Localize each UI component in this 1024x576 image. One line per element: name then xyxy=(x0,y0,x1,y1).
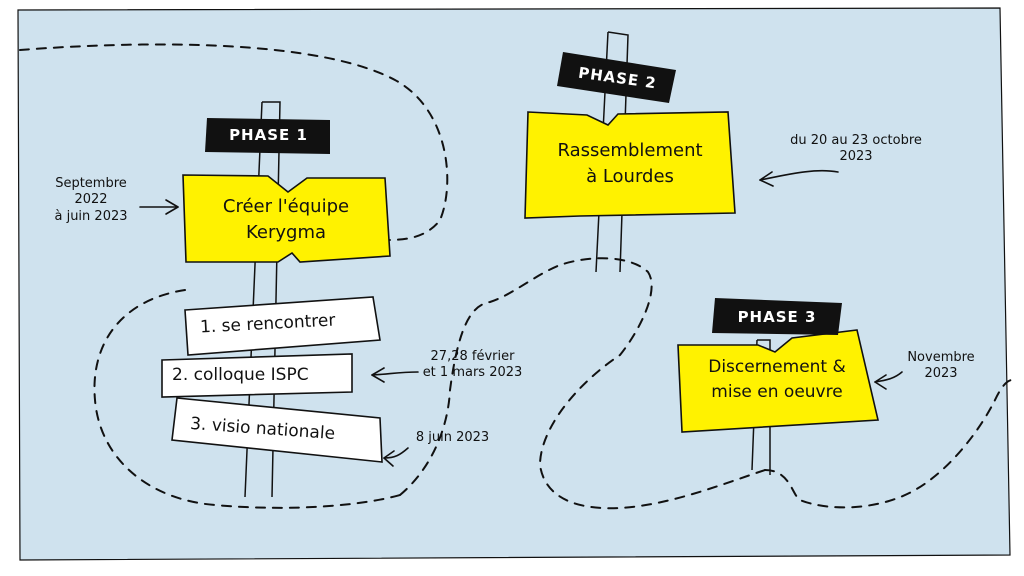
phase1-date: Septembre 2022 à juin 2023 xyxy=(36,176,146,225)
phase1-date-line3: à juin 2023 xyxy=(54,208,128,224)
sign-phase2 xyxy=(524,111,736,219)
sign-phase1-line1: Créer l'équipe xyxy=(222,196,350,217)
tag-phase3-label: PHASE 3 xyxy=(737,308,817,326)
tag-phase1-label: PHASE 1 xyxy=(229,126,308,144)
sign-phase2-text: Rassemblement à Lourdes xyxy=(530,138,730,190)
tag-phase1 xyxy=(205,118,330,154)
step2-date-line2: et 1 mars 2023 xyxy=(422,365,523,381)
sign-phase1-line2: Kerygma xyxy=(245,222,327,244)
dashed-path-top xyxy=(19,43,449,241)
plank-step3 xyxy=(171,397,383,463)
plank-step2 xyxy=(161,353,353,398)
sign-phase2-line2: à Lourdes xyxy=(586,166,674,188)
dashed-path-left-loop xyxy=(93,289,401,509)
arrow-phase1-date xyxy=(139,199,179,215)
sign-phase3-text: Discernement & mise en oeuvre xyxy=(682,355,872,404)
phase1-date-line1: Septembre xyxy=(55,176,127,191)
arrow-step2-date xyxy=(371,367,419,383)
dashed-path-right xyxy=(764,379,1013,509)
step2-date-line1: 27,28 février xyxy=(430,349,515,364)
sign-phase2-line1: Rassemblement xyxy=(557,140,703,161)
tag-phase3 xyxy=(712,298,842,335)
sign-phase1-text: Créer l'équipe Kerygma xyxy=(186,194,386,246)
phase2-date-line1: du 20 au 23 octobre xyxy=(790,133,922,148)
step2-date: 27,28 février et 1 mars 2023 xyxy=(405,349,540,382)
sign-phase1 xyxy=(182,174,391,263)
paper-background xyxy=(17,7,1011,561)
phase1-date-line2: 2022 xyxy=(74,192,108,208)
sign-phase3-line2: mise en oeuvre xyxy=(711,381,843,402)
dashed-path-middle xyxy=(399,257,766,510)
arrow-step3-date xyxy=(383,447,409,467)
phase3-date: Novembre 2023 xyxy=(895,350,987,383)
arrow-phase2-date xyxy=(759,169,839,187)
sign-phase3-line1: Discernement & xyxy=(708,357,846,377)
phase3-date-line1: Novembre xyxy=(907,350,975,365)
phase2-date-line2: 2023 xyxy=(839,149,873,165)
step3-date: 8 juin 2023 xyxy=(415,430,490,445)
phase3-date-line2: 2023 xyxy=(924,366,958,382)
step2-label: 2. colloque ISPC xyxy=(172,365,309,385)
phase2-date: du 20 au 23 octobre 2023 xyxy=(770,133,942,166)
tag-phase2 xyxy=(557,52,676,103)
plank-step1 xyxy=(184,296,381,356)
arrow-phase3-date xyxy=(874,371,903,390)
